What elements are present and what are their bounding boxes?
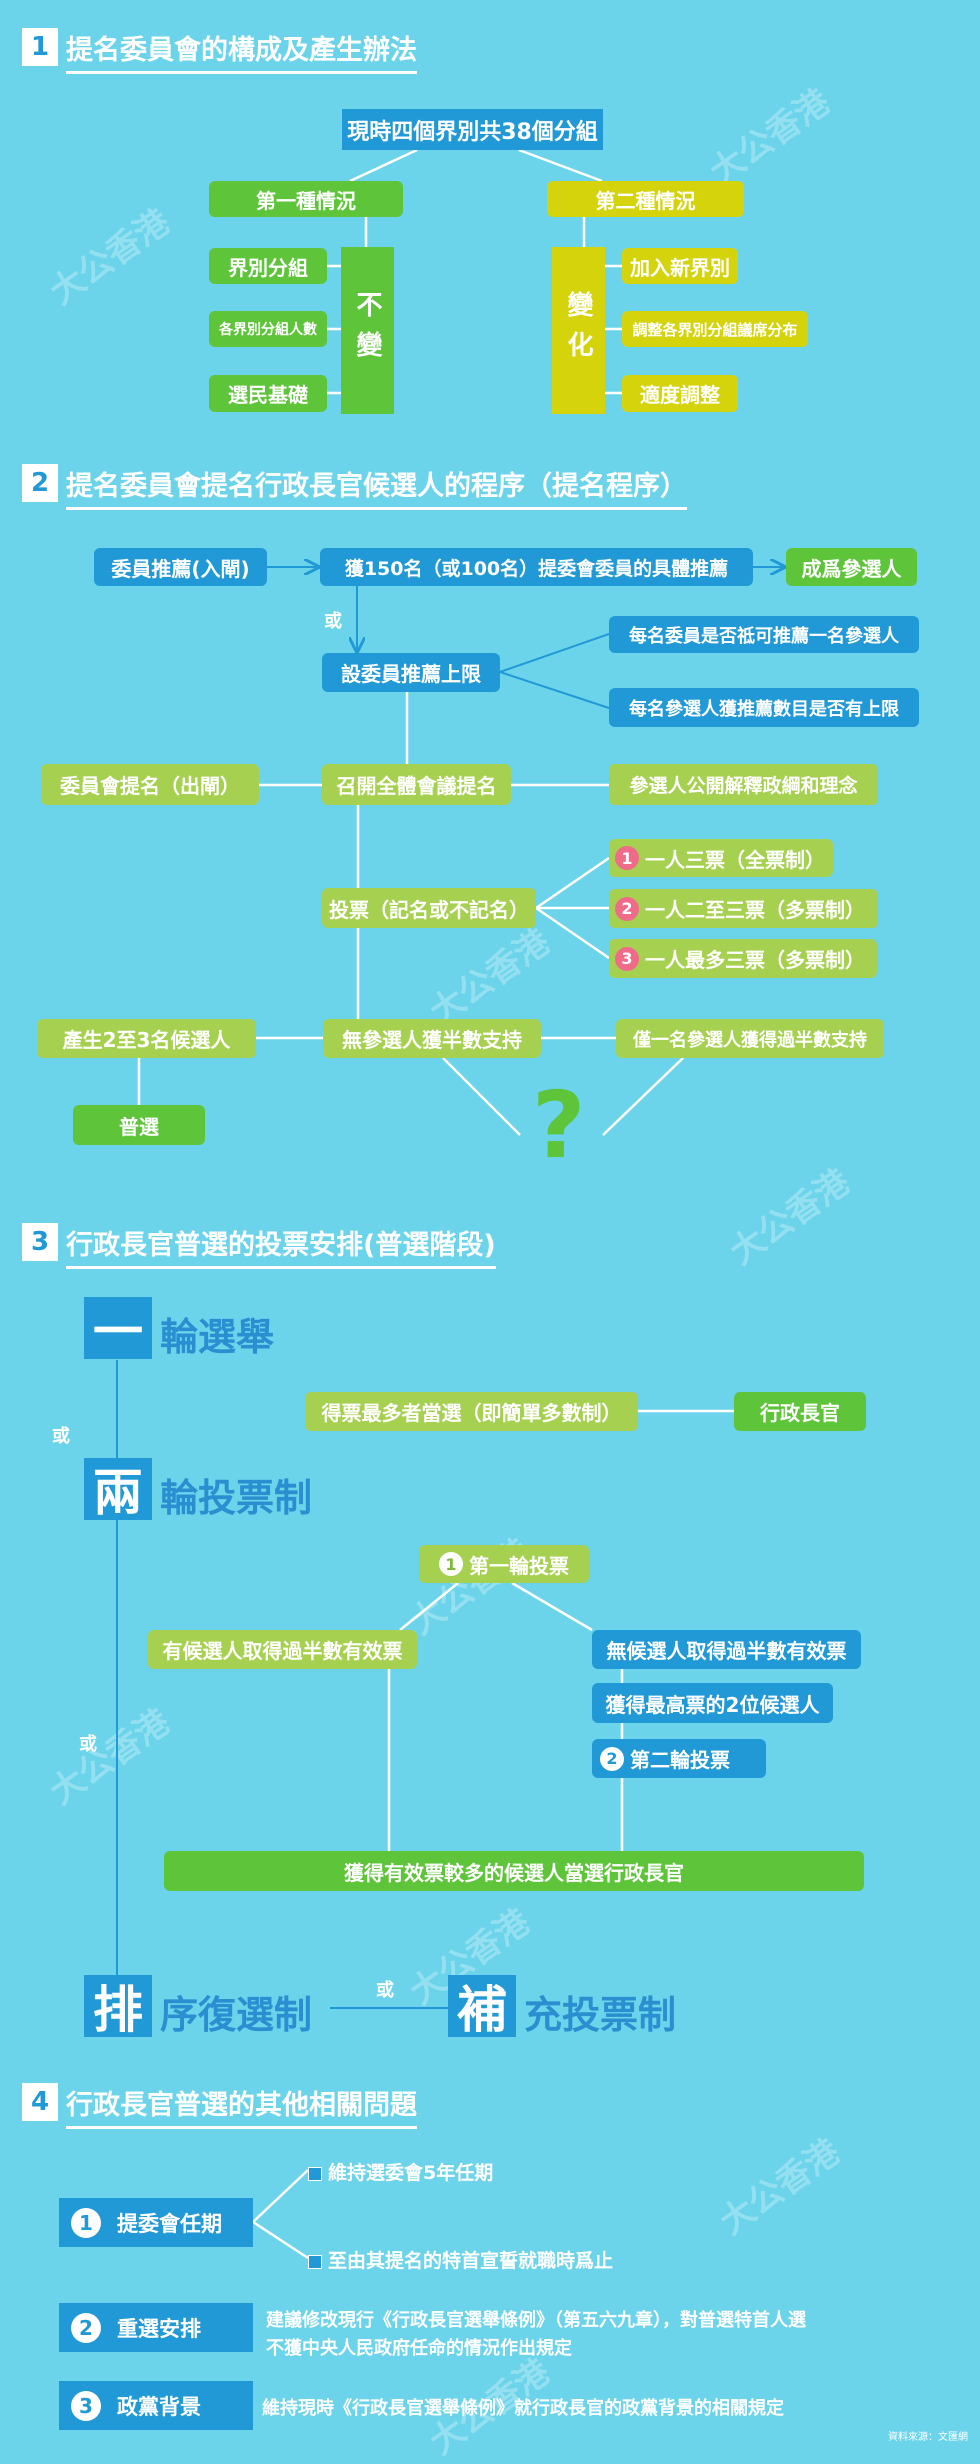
one-round-text: 輪選舉 — [160, 1315, 275, 1359]
or-label: 或 — [79, 1734, 97, 1755]
one-round-char: 一 — [84, 1297, 152, 1361]
unchanged-bar: 不變 — [341, 247, 394, 414]
case2-node: 第二種情況 — [547, 181, 744, 217]
source-note: 資料來源：文匯網 — [888, 2432, 968, 2443]
section-1-title: 提名委員會的構成及產生辦法 — [66, 28, 417, 74]
bullet-icon — [308, 2254, 322, 2269]
question-mark: ? — [532, 1072, 586, 1179]
issue-party: 3 政黨背景 — [59, 2381, 253, 2430]
bullet-icon — [308, 2166, 322, 2181]
option-label: 一人最多三票（多票制） — [645, 948, 865, 972]
round-label: 第一輪投票 — [469, 1553, 569, 1578]
section-2-number: 2 — [22, 464, 58, 502]
universal-node: 普選 — [73, 1105, 205, 1145]
issue-reelection: 2 重選安排 — [59, 2303, 253, 2352]
issue-term: 1 提委會任期 — [59, 2198, 253, 2247]
case1-item: 界別分組 — [209, 248, 327, 284]
committee-node: 委員會提名（出閘） — [41, 764, 259, 805]
root-node: 現時四個界別共38個分組 — [342, 109, 603, 150]
two-round-char: 兩 — [84, 1458, 152, 1522]
issue-label: 提委會任期 — [117, 2211, 222, 2236]
or-label: 或 — [324, 611, 342, 632]
has-majority-node: 有候選人取得過半數有效票 — [148, 1630, 417, 1669]
section-4-number: 4 — [22, 2083, 58, 2121]
explain-node: 參選人公開解釋政綱和理念 — [609, 764, 878, 805]
term-point: 至由其提名的特首宣誓就職時爲止 — [308, 2246, 613, 2273]
no-majority-node: 無候選人取得過半數有效票 — [592, 1630, 861, 1669]
preferential-char: 排 — [84, 1975, 152, 2039]
produce-node: 產生2至3名候選人 — [37, 1019, 256, 1058]
section-3-number: 3 — [22, 1223, 58, 1261]
issue-number-badge: 2 — [71, 2312, 101, 2343]
or-label: 或 — [52, 1426, 70, 1447]
option-label: 一人三票（全票制） — [645, 847, 825, 872]
option-label: 一人二至三票（多票制） — [645, 898, 865, 922]
case2-item: 適度調整 — [622, 375, 738, 412]
issue-number-badge: 3 — [71, 2390, 101, 2421]
round-number-badge: 1 — [439, 1552, 463, 1576]
case1-item: 選民基礎 — [209, 375, 327, 412]
case2-item: 加入新界別 — [622, 248, 738, 284]
section-3-title: 行政長官普選的投票安排(普選階段) — [66, 1223, 496, 1269]
supplementary-char: 補 — [448, 1975, 516, 2039]
issue-label: 政黨背景 — [117, 2394, 201, 2419]
round-number-badge: 2 — [600, 1746, 624, 1771]
cap-node: 設委員推薦上限 — [322, 653, 500, 692]
reelection-text: 不獲中央人民政府任命的情況作出規定 — [266, 2338, 572, 2359]
section-1-number: 1 — [22, 28, 58, 66]
changed-bar: 變化 — [552, 247, 605, 414]
two-round-text: 輪投票制 — [160, 1476, 313, 1520]
become-node: 成爲參選人 — [786, 548, 917, 586]
issue-label: 重選安排 — [117, 2316, 201, 2341]
cap-question: 每名參選人獲推薦數目是否有上限 — [609, 688, 919, 727]
case1-node: 第一種情況 — [209, 181, 403, 217]
only-one-node: 僅一名參選人獲得過半數支持 — [616, 1019, 884, 1058]
none-half-node: 無參選人獲半數支持 — [323, 1019, 541, 1058]
issue-number-badge: 1 — [71, 2207, 101, 2238]
ce-node: 行政長官 — [734, 1392, 866, 1431]
round-label: 第二輪投票 — [630, 1748, 730, 1772]
vote-node: 投票（記名或不記名） — [322, 888, 536, 928]
party-text: 維持現時《行政長官選舉條例》就行政長官的政黨背景的相關規定 — [262, 2398, 784, 2419]
option-number-badge: 2 — [615, 896, 639, 921]
winner-node: 獲得有效票較多的候選人當選行政長官 — [164, 1851, 864, 1891]
entry-node: 委員推薦(入閘) — [94, 548, 267, 586]
section-4-title: 行政長官普選的其他相關問題 — [66, 2083, 417, 2129]
reelection-text: 建議修改現行《行政長官選舉條例》（第五六九章），對普選特首人選 — [266, 2310, 806, 2331]
section-2-title: 提名委員會提名行政長官候選人的程序（提名程序） — [66, 464, 687, 510]
top-two-node: 獲得最高票的2位候選人 — [592, 1683, 833, 1723]
plenary-node: 召開全體會議提名 — [322, 764, 511, 805]
plurality-node: 得票最多者當選（即簡單多數制） — [305, 1392, 638, 1431]
case2-item: 調整各界別分組議席分布 — [622, 311, 808, 347]
option-number-badge: 1 — [615, 846, 639, 870]
preferential-text: 序復選制 — [160, 1993, 313, 2037]
or-label: 或 — [376, 1980, 394, 2001]
endorse-node: 獲150名（或100名）提委會委員的具體推薦 — [320, 548, 753, 586]
case1-item: 各界別分組人數 — [209, 311, 327, 347]
supplementary-text: 充投票制 — [524, 1993, 677, 2037]
cap-question: 每名委員是否祗可推薦一名參選人 — [609, 616, 919, 653]
option-number-badge: 3 — [615, 946, 639, 971]
term-point: 維持選委會5年任期 — [308, 2158, 493, 2185]
